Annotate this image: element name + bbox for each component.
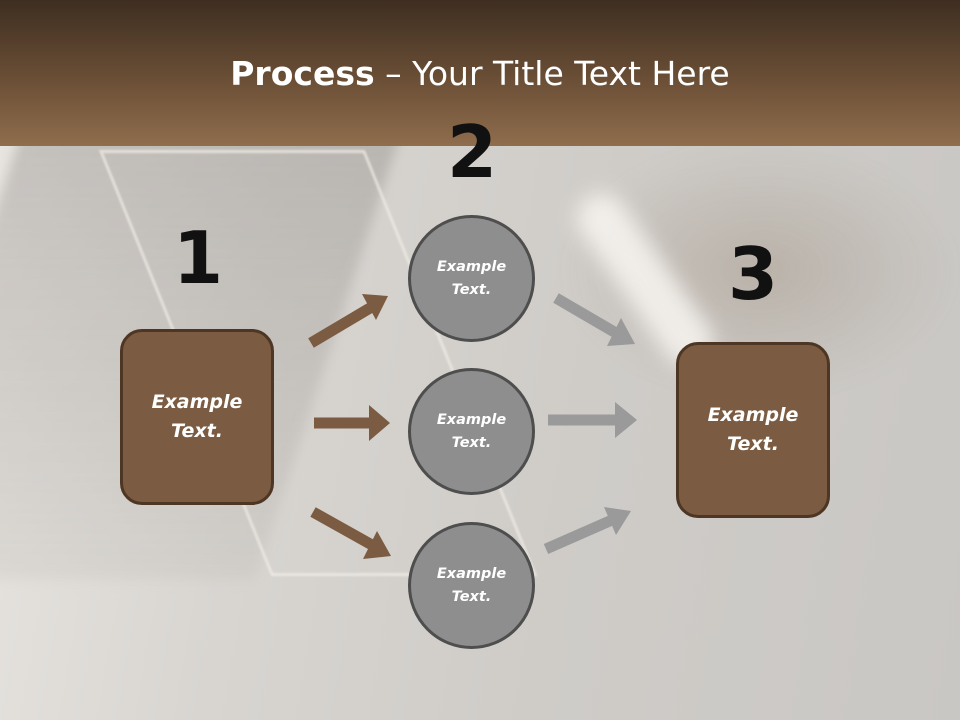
step-2-label-middle: Example Text. bbox=[436, 411, 507, 451]
arrow-right-icon bbox=[548, 402, 637, 438]
step-3-label: Example Text. bbox=[707, 404, 799, 455]
arrow-right-icon bbox=[553, 293, 635, 346]
arrow-right-icon bbox=[308, 294, 388, 348]
step-2-label-top: Example Text. bbox=[436, 258, 507, 298]
step-2-label-bottom: Example Text. bbox=[436, 565, 507, 605]
step-2-circle-top[interactable]: Example Text. bbox=[408, 215, 535, 342]
title-bar: Process – Your Title Text Here bbox=[0, 0, 960, 146]
arrow-right-icon bbox=[543, 507, 631, 555]
step-1-label: Example Text. bbox=[151, 391, 243, 442]
step-2-circle-bottom[interactable]: Example Text. bbox=[408, 522, 535, 649]
slide-title: Process – Your Title Text Here bbox=[0, 54, 960, 94]
step-1-box[interactable]: Example Text. bbox=[120, 329, 274, 505]
arrow-right-icon bbox=[310, 507, 391, 559]
step-3-box[interactable]: Example Text. bbox=[676, 342, 830, 518]
title-bold: Process bbox=[230, 54, 375, 93]
step-number-1: 1 bbox=[172, 216, 224, 300]
title-rest: – Your Title Text Here bbox=[374, 54, 730, 93]
step-number-3: 3 bbox=[727, 232, 779, 316]
arrow-right-icon bbox=[314, 405, 390, 441]
step-2-circle-middle[interactable]: Example Text. bbox=[408, 368, 535, 495]
step-number-2: 2 bbox=[446, 110, 498, 194]
